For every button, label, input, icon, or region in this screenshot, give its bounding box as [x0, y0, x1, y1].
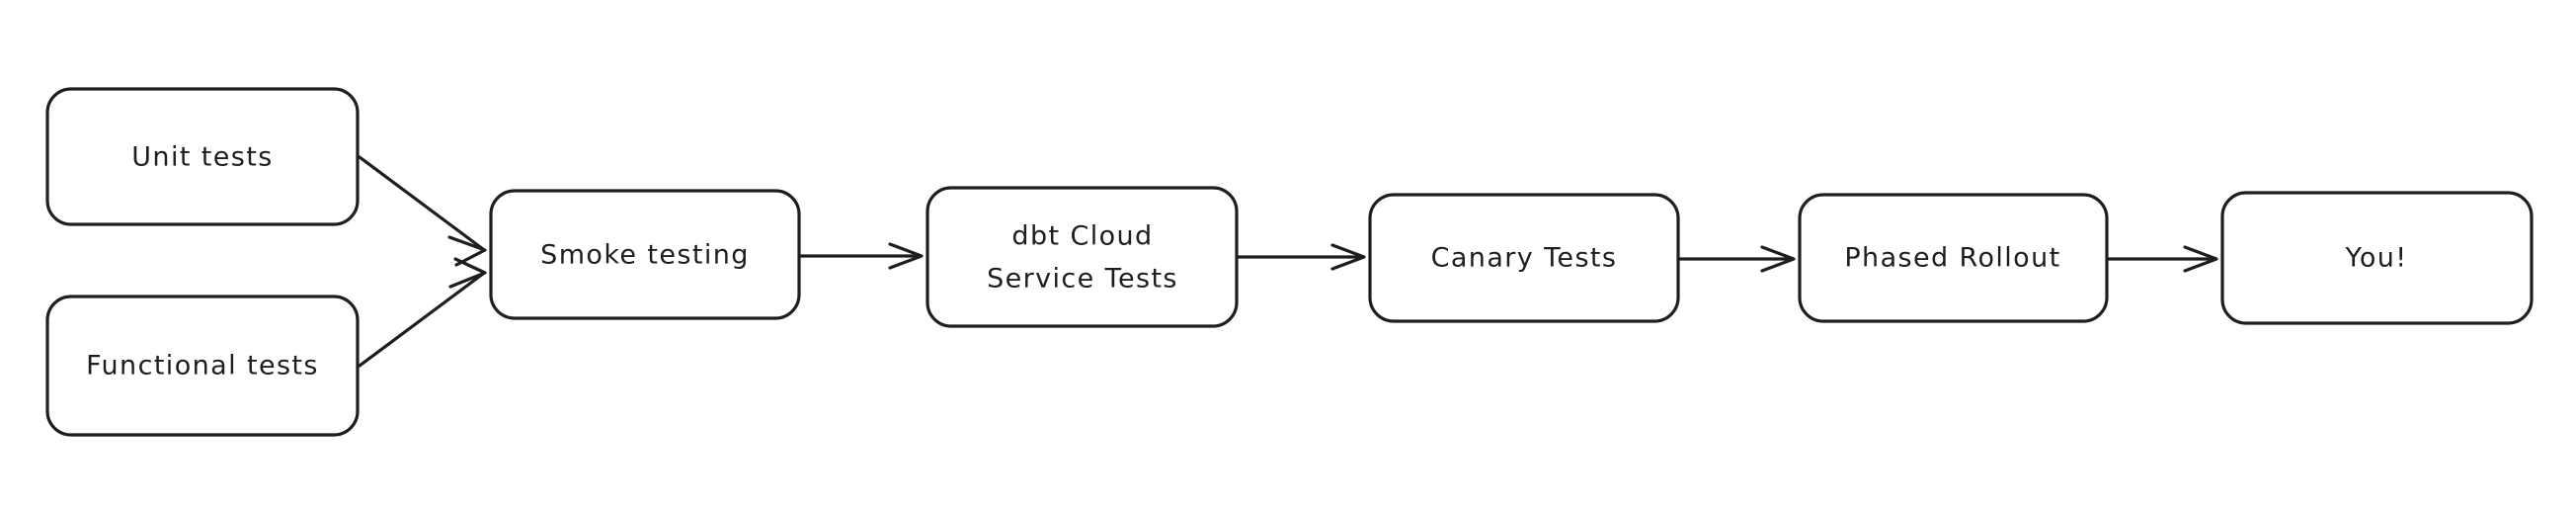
edge-unit-tests-to-smoke-testing [358, 155, 487, 267]
node-smoke-testing-shape[interactable] [489, 189, 801, 320]
node-smoke-testing-label: Smoke testing [540, 240, 750, 271]
edge-dbt-cloud-service-tests-to-canary-tests [1237, 243, 1366, 271]
node-phased-rollout[interactable]: Phased Rollout [1798, 193, 2109, 323]
node-phased-rollout-label: Phased Rollout [1844, 243, 2060, 274]
node-dbt-cloud-service-tests-shape[interactable] [926, 186, 1239, 328]
node-canary-tests[interactable]: Canary Tests [1368, 193, 1680, 323]
node-you-label: You! [2345, 243, 2408, 274]
node-functional-tests-shape[interactable] [45, 295, 360, 437]
node-phased-rollout-shape[interactable] [1798, 193, 2109, 323]
node-smoke-testing[interactable]: Smoke testing [489, 189, 801, 320]
node-dbt-cloud-service-tests-label-line2: Service Tests [987, 264, 1178, 295]
edge-smoke-testing-to-dbt-cloud-service-tests [799, 242, 924, 270]
node-you[interactable]: You! [2220, 191, 2534, 325]
edge-functional-tests-to-smoke-testing [358, 257, 487, 368]
node-unit-tests-shape[interactable] [45, 87, 360, 226]
node-unit-tests-label: Unit tests [131, 142, 273, 173]
node-dbt-cloud-service-tests[interactable]: dbt Cloud Service Tests [926, 186, 1239, 328]
edge-canary-tests-to-phased-rollout [1678, 245, 1796, 273]
node-canary-tests-shape[interactable] [1368, 193, 1680, 323]
node-you-shape[interactable] [2220, 191, 2534, 325]
edge-phased-rollout-to-you [2107, 245, 2218, 273]
node-functional-tests[interactable]: Functional tests [45, 295, 360, 437]
node-functional-tests-label: Functional tests [86, 351, 319, 382]
node-unit-tests[interactable]: Unit tests [45, 87, 360, 226]
node-dbt-cloud-service-tests-label-line1: dbt Cloud [1011, 221, 1153, 252]
node-canary-tests-label: Canary Tests [1431, 243, 1618, 274]
